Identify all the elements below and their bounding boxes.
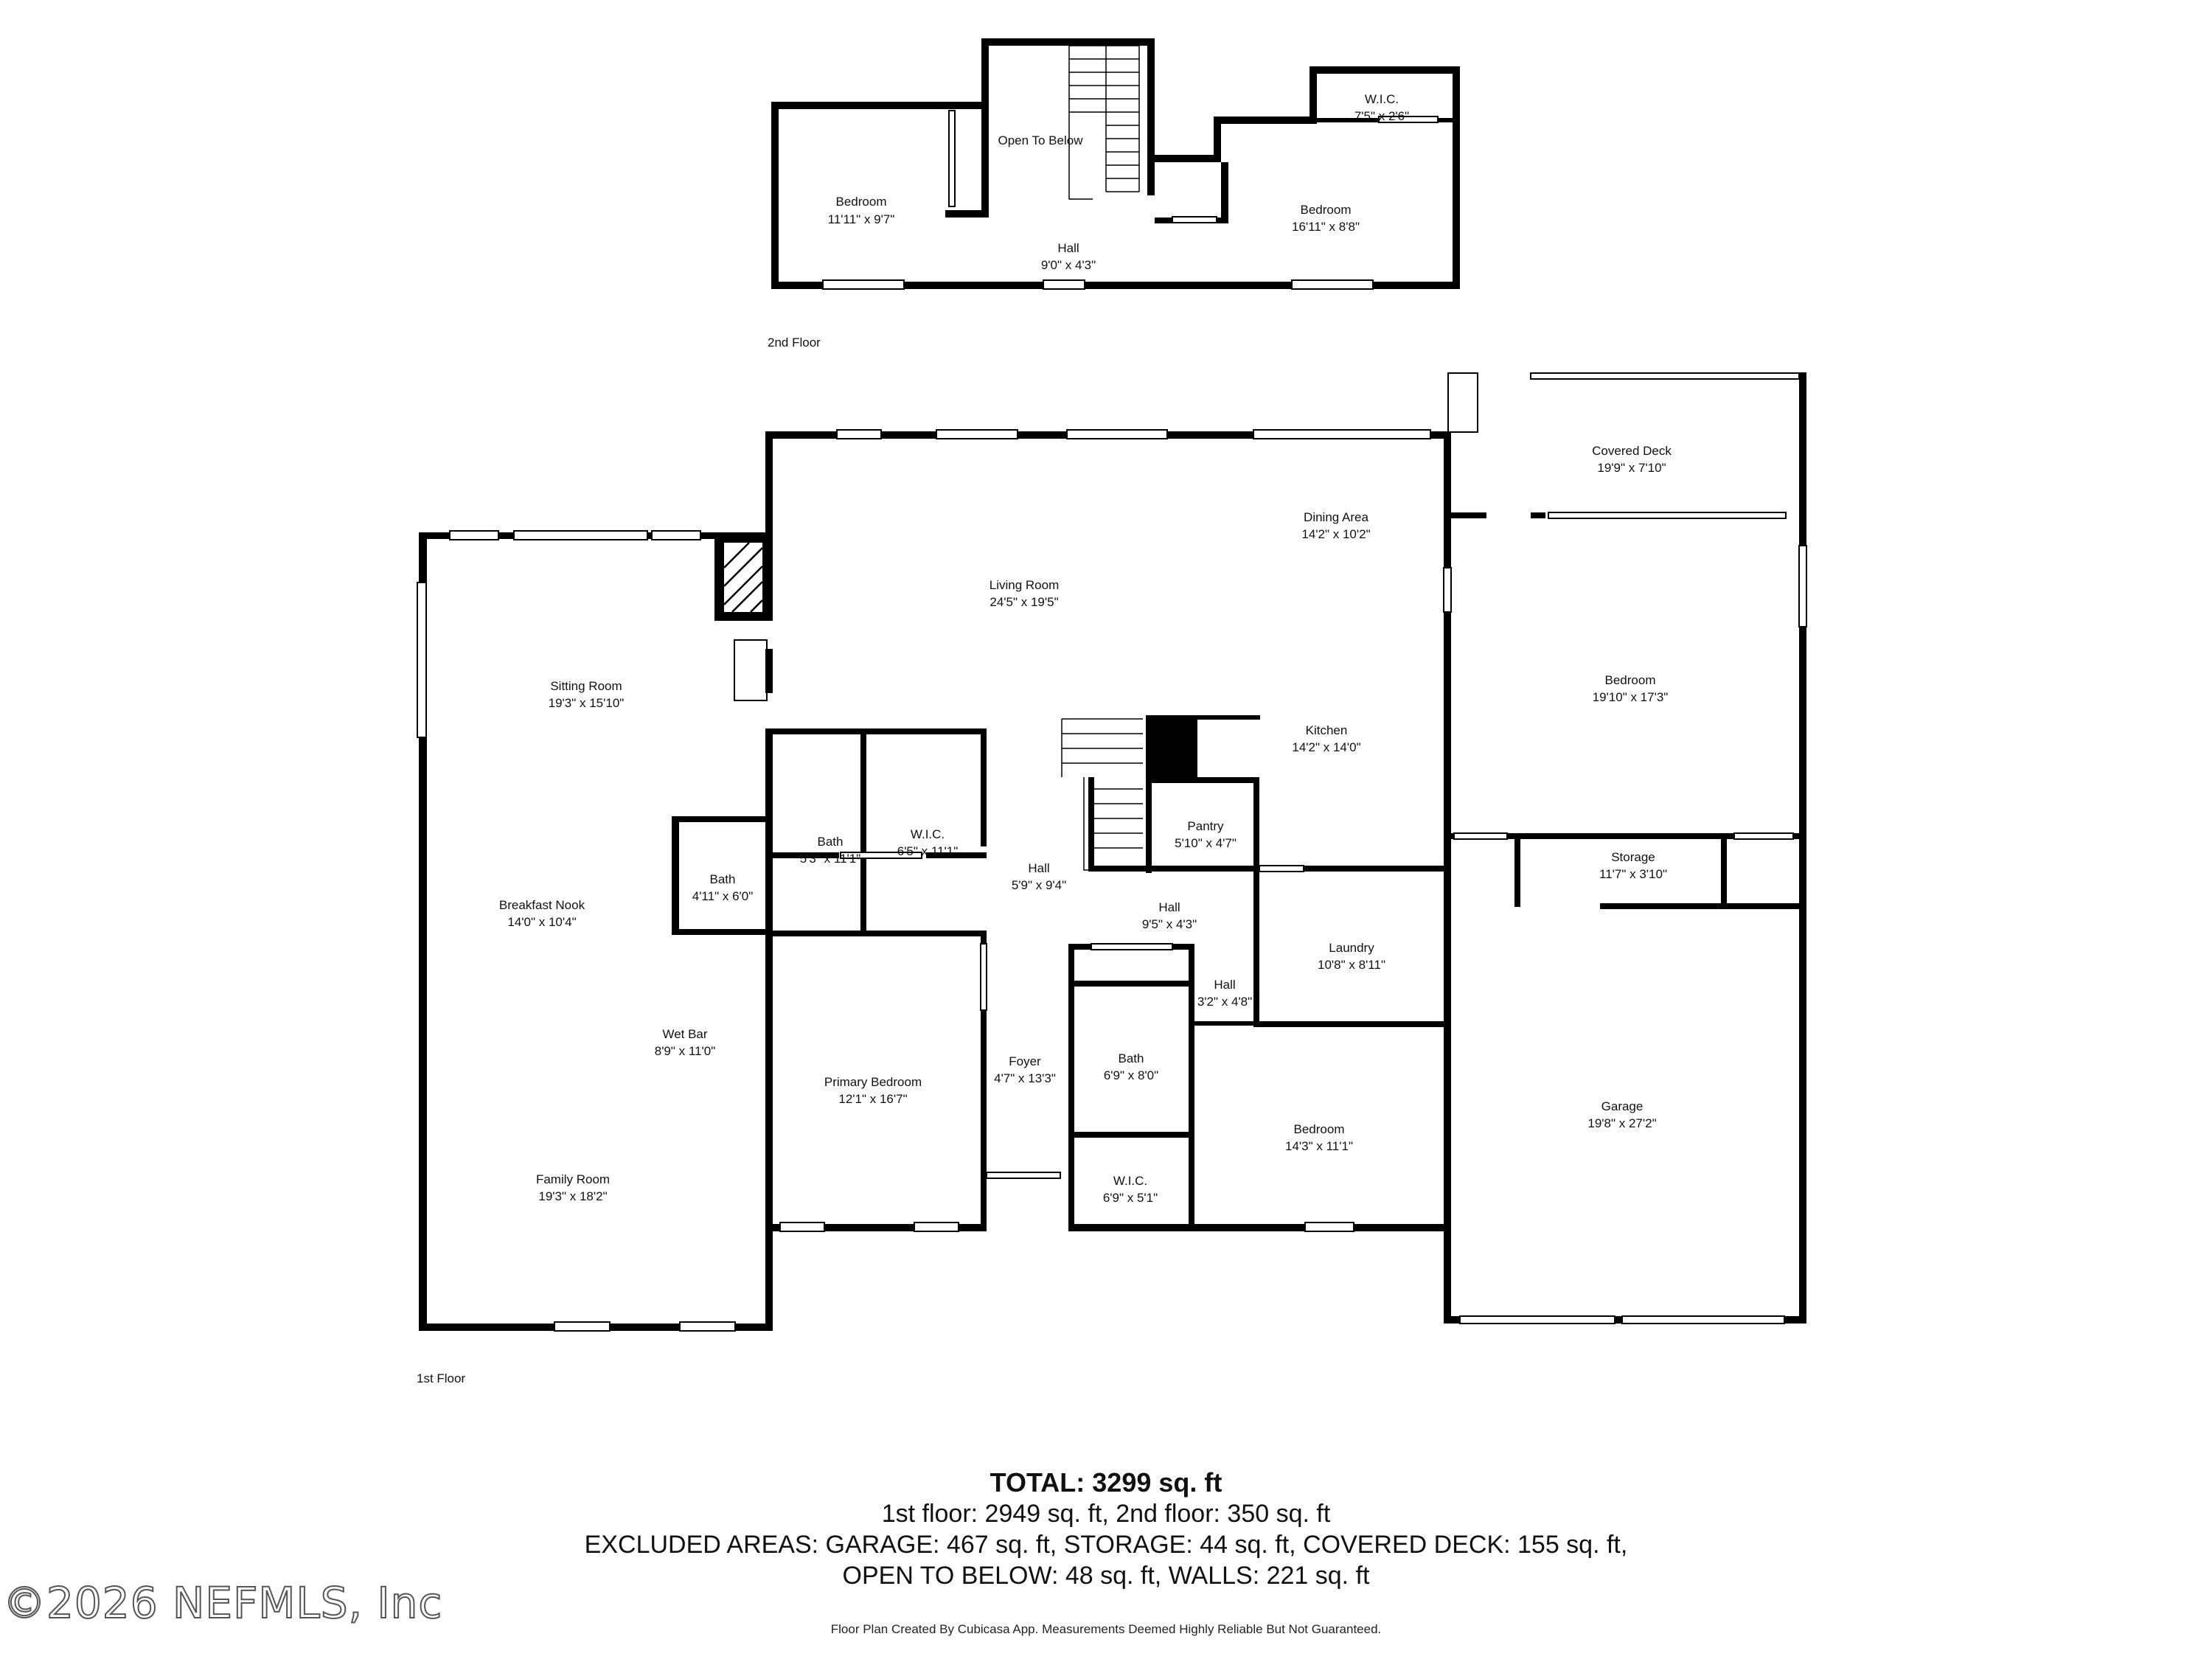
- floor-areas: 1st floor: 2949 sq. ft, 2nd floor: 350 s…: [881, 1500, 1331, 1528]
- bedroom-south-name: Bedroom: [1294, 1122, 1345, 1136]
- breakfast-nook-name: Breakfast Nook: [499, 898, 585, 912]
- bedroom-east-name: Bedroom: [1605, 673, 1656, 687]
- dining-area-name: Dining Area: [1304, 510, 1368, 524]
- kitchen-dims: 14'2" x 14'0": [1292, 740, 1360, 754]
- bath-c-dims: 6'9" x 8'0": [1104, 1068, 1158, 1082]
- breakfast-nook-dims: 14'0" x 10'4": [507, 915, 576, 929]
- bedroom-left-2nd-dims: 11'11" x 9'7": [828, 212, 895, 226]
- pantry-dims: 5'10" x 4'7": [1175, 836, 1237, 850]
- hall-c-name: Hall: [1214, 978, 1235, 992]
- bath-a-dims: 5'3" x 11'1": [800, 852, 861, 866]
- storage-dims: 11'7" x 3'10": [1599, 867, 1667, 881]
- first-floor-stairs: [1061, 718, 1143, 871]
- bedroom-right-2nd-dims: 16'11" x 8'8": [1292, 220, 1360, 234]
- sitting-room-dims: 19'3" x 15'10": [549, 696, 625, 710]
- garage-dims: 19'8" x 27'2": [1587, 1116, 1656, 1130]
- bedroom-south-dims: 14'3" x 11'1": [1285, 1139, 1353, 1153]
- bath-b-dims: 4'11" x 6'0": [692, 889, 754, 903]
- covered-deck-dims: 19'9" x 7'10": [1597, 461, 1666, 475]
- wic-b-name: W.I.C.: [1113, 1174, 1147, 1188]
- laundry-dims: 10'8" x 8'11": [1318, 958, 1385, 972]
- excluded-areas: EXCLUDED AREAS: GARAGE: 467 sq. ft, STOR…: [584, 1531, 1628, 1559]
- primary-bedroom-name: Primary Bedroom: [824, 1075, 922, 1089]
- excluded-areas-cont: OPEN TO BELOW: 48 sq. ft, WALLS: 221 sq.…: [842, 1562, 1370, 1590]
- bath-c-name: Bath: [1119, 1051, 1144, 1065]
- hall-b-name: Hall: [1158, 900, 1180, 914]
- hall-2nd-dims: 9'0" x 4'3": [1041, 258, 1096, 272]
- pantry-name: Pantry: [1187, 819, 1224, 833]
- bedroom-left-2nd-name: Bedroom: [836, 195, 887, 209]
- bedroom-east-dims: 19'10" x 17'3": [1593, 690, 1669, 704]
- first-floor-walls: [419, 372, 1806, 1331]
- hall-a-dims: 5'9" x 9'4": [1012, 878, 1066, 892]
- covered-deck-name: Covered Deck: [1592, 444, 1672, 458]
- first-floor-label: 1st Floor: [417, 1371, 465, 1385]
- second-floor-windows: [822, 110, 1439, 290]
- hall-b-dims: 9'5" x 4'3": [1142, 917, 1197, 931]
- hall-2nd-name: Hall: [1057, 241, 1079, 255]
- open-to-below-name: Open To Below: [998, 133, 1084, 147]
- hall-a-name: Hall: [1028, 861, 1049, 875]
- family-room-dims: 19'3" x 18'2": [538, 1189, 607, 1203]
- dining-area-dims: 14'2" x 10'2": [1301, 527, 1370, 541]
- total-area: TOTAL: 3299 sq. ft: [990, 1467, 1222, 1498]
- wet-bar-name: Wet Bar: [662, 1027, 707, 1041]
- bath-a-name: Bath: [818, 835, 844, 849]
- wic-a-name: W.I.C.: [911, 827, 945, 841]
- second-floor-stairs: [1068, 45, 1140, 200]
- garage-name: Garage: [1601, 1099, 1644, 1113]
- wic-b-dims: 6'9" x 5'1": [1103, 1191, 1158, 1205]
- second-floor-walls: [771, 38, 1460, 289]
- copyright-watermark: ©2026 NEFMLS, Inc: [2, 1577, 443, 1629]
- disclaimer-text: Floor Plan Created By Cubicasa App. Meas…: [830, 1622, 1382, 1636]
- first-floor-windows: [417, 372, 1807, 1332]
- foyer-dims: 4'7" x 13'3": [994, 1071, 1056, 1085]
- wic-2nd-dims: 7'5" x 2'6": [1354, 109, 1409, 123]
- wic-a-dims: 6'5" x 11'1": [897, 844, 959, 858]
- wic-2nd-name: W.I.C.: [1365, 92, 1399, 106]
- bedroom-right-2nd-name: Bedroom: [1301, 203, 1352, 217]
- living-room-name: Living Room: [990, 578, 1060, 592]
- area-summary: TOTAL: 3299 sq. ft 1st floor: 2949 sq. f…: [0, 1467, 2212, 1591]
- sitting-room-name: Sitting Room: [550, 679, 622, 693]
- bath-b-name: Bath: [710, 872, 736, 886]
- hall-c-dims: 3'2" x 4'8": [1197, 995, 1252, 1009]
- kitchen-name: Kitchen: [1306, 723, 1348, 737]
- storage-name: Storage: [1611, 850, 1655, 864]
- primary-bedroom-dims: 12'1" x 16'7": [838, 1092, 907, 1106]
- laundry-name: Laundry: [1329, 941, 1374, 955]
- family-room-name: Family Room: [536, 1172, 610, 1186]
- wet-bar-dims: 8'9" x 11'0": [655, 1044, 716, 1058]
- second-floor-label: 2nd Floor: [768, 335, 821, 349]
- living-room-dims: 24'5" x 19'5": [990, 595, 1058, 609]
- foyer-name: Foyer: [1009, 1054, 1041, 1068]
